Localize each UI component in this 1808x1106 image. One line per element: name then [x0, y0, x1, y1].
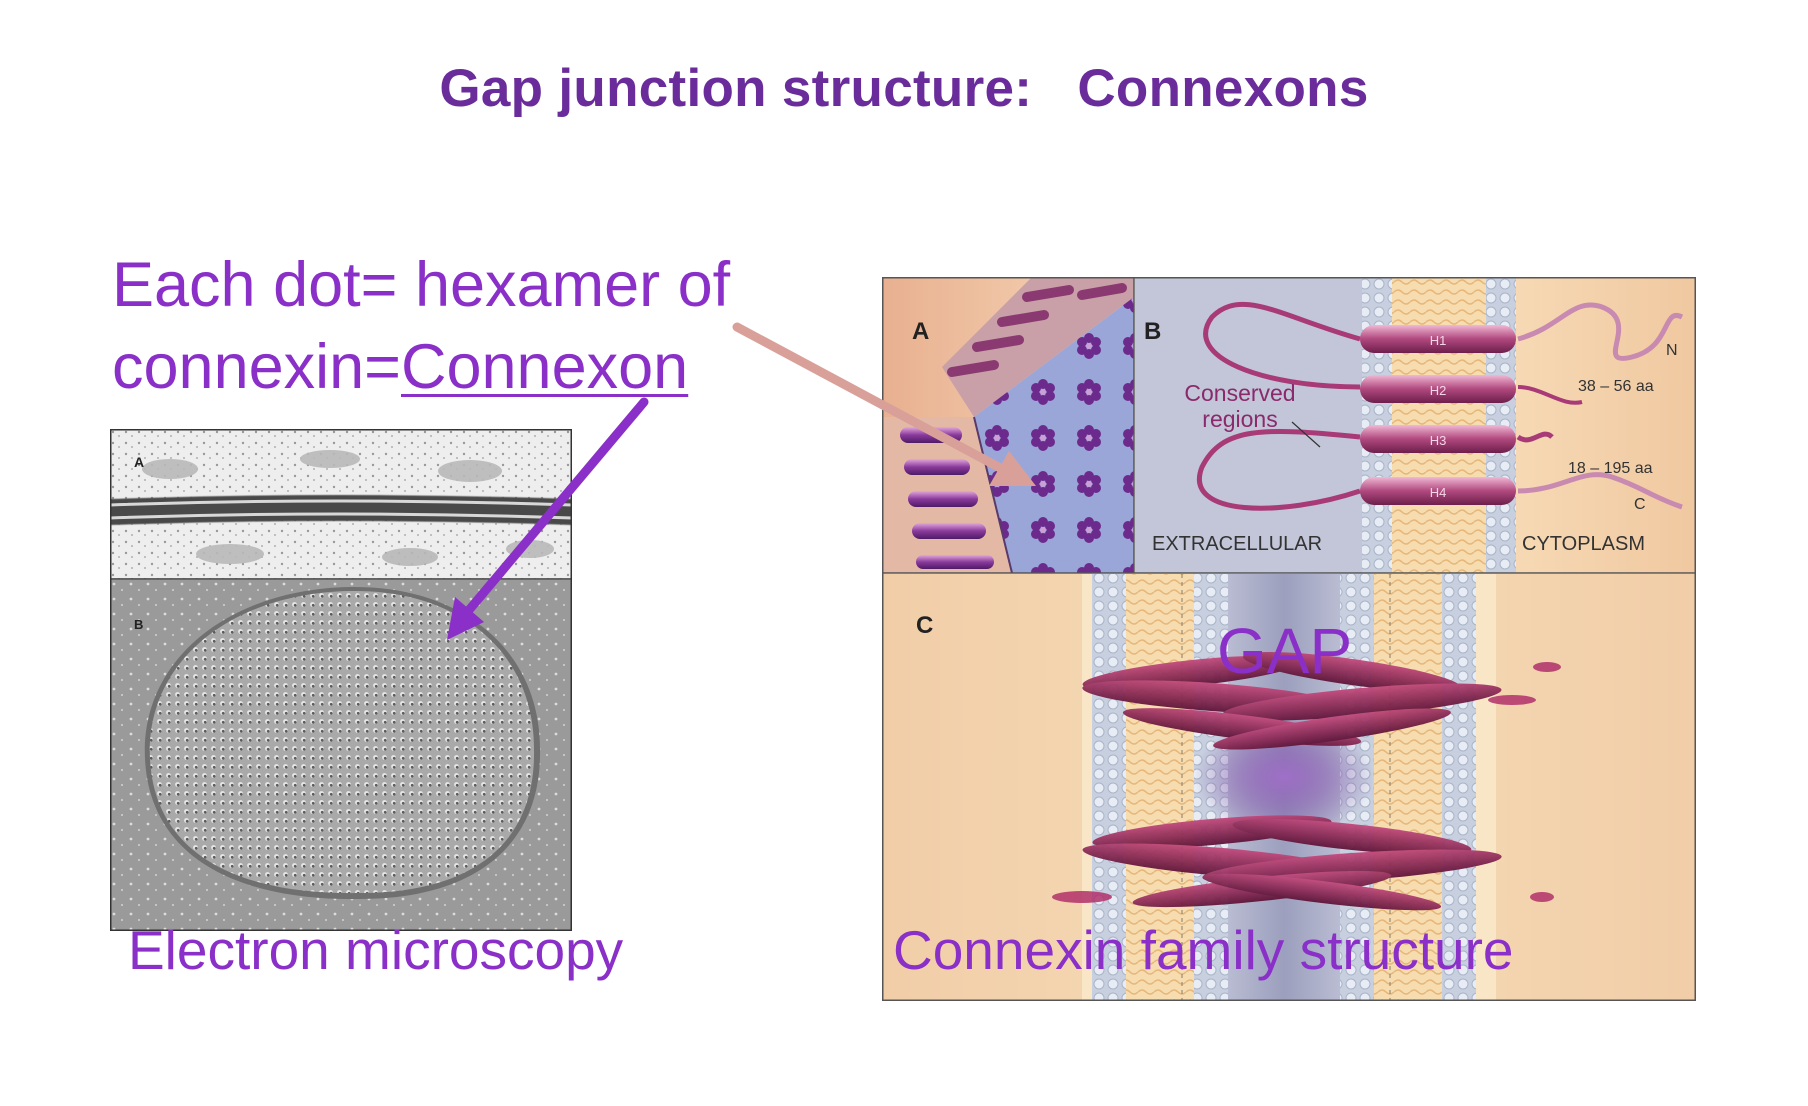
connexon-link: Connexon [400, 332, 689, 402]
em-panel-a: A [110, 429, 572, 579]
diagram-panel-a-label: A [912, 318, 929, 345]
extracellular-label: EXTRACELLULAR [1152, 533, 1322, 555]
diagram-panel-b-label: B [1144, 318, 1161, 345]
helix-h3: H3 [1430, 433, 1447, 448]
caption-prefix: connexin= [112, 332, 401, 402]
diagram-panel-b: H1 H2 H3 H4 B Conserved regions N 38 – 5… [1135, 277, 1696, 573]
c-length-label: 18 – 195 aa [1568, 460, 1653, 477]
connexin-family-label: Connexin family structure [893, 919, 1514, 981]
diagram-panel-c-label: C [916, 612, 933, 639]
violet-arrow [447, 397, 649, 640]
gap-label: GAP [1217, 615, 1353, 687]
caption-line-1: Each dot= hexamer of [112, 250, 731, 320]
helix-h1: H1 [1430, 333, 1447, 348]
electron-microscopy-label: Electron microscopy [128, 919, 624, 981]
conserved-label-2: regions [1202, 406, 1277, 432]
page-title: Gap junction structure: Connexons [439, 59, 1369, 118]
conserved-label-1: Conserved [1184, 380, 1295, 406]
connexin-structure-diagram: A H1 H2 H3 H4 B Conserved regions N 38 – [882, 277, 1696, 1001]
c-terminus-label: C [1634, 496, 1646, 513]
diagram-panel-c: C [882, 574, 1696, 1001]
electron-micrograph: A B [110, 429, 572, 931]
n-terminus-label: N [1666, 342, 1678, 359]
n-length-label: 38 – 56 aa [1578, 378, 1654, 395]
em-panel-a-label: A [134, 454, 144, 470]
em-panel-b: B [110, 580, 572, 931]
helix-h2: H2 [1430, 383, 1447, 398]
caption: Each dot= hexamer of connexin=Connexon [112, 244, 730, 408]
cytoplasm-label: CYTOPLASM [1522, 533, 1645, 555]
caption-line-2: connexin=Connexon [112, 326, 730, 408]
helix-h4: H4 [1430, 485, 1447, 500]
pink-arrow [732, 322, 1036, 486]
em-panel-b-label: B [134, 617, 143, 632]
